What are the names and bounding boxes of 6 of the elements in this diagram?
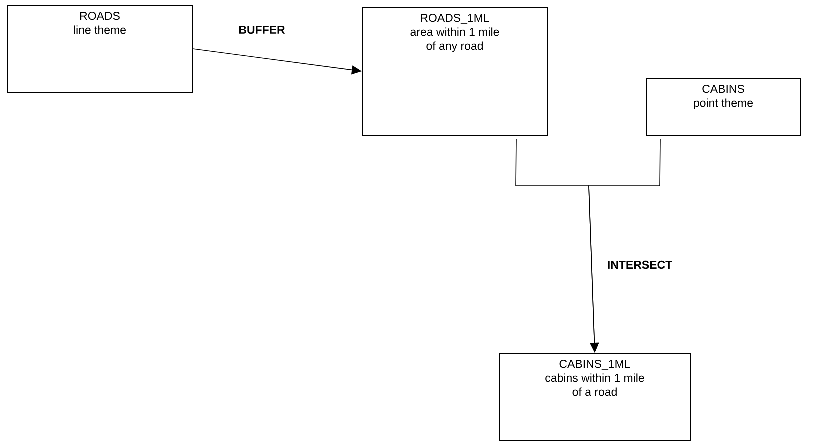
edge-label: INTERSECT	[606, 260, 674, 270]
process-box: CABINS_1ML cabins within 1 mile of a road	[499, 353, 691, 441]
process-box: CABINS point theme	[646, 78, 801, 136]
process-box: ROADS line theme	[7, 5, 193, 93]
edge-label: BUFFER	[238, 25, 286, 36]
process-box: ROADS_1ML area within 1 mile of any road	[362, 7, 548, 136]
